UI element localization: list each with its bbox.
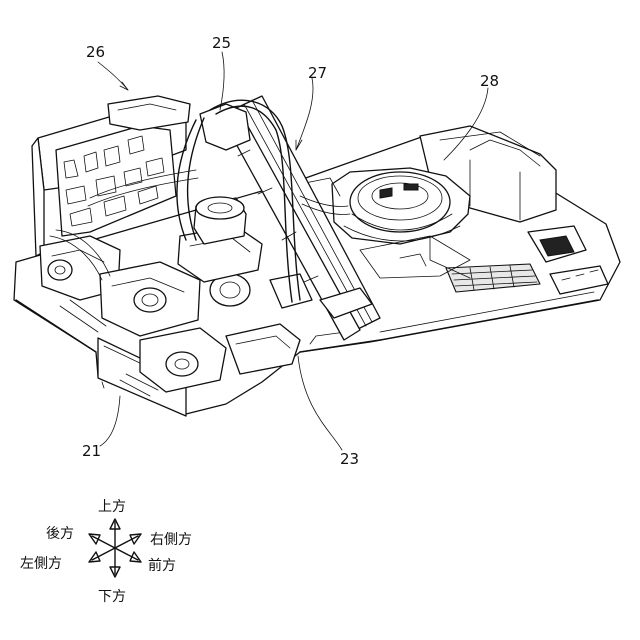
ref-28: 28 — [480, 72, 499, 90]
ref-25: 25 — [212, 34, 231, 52]
ref-21: 21 — [82, 442, 101, 460]
ref-27: 27 — [308, 64, 327, 82]
pump-unit — [194, 104, 250, 244]
dir-front: 前方 — [148, 557, 176, 574]
dir-up: 上方 — [98, 499, 126, 515]
dir-down: 下方 — [98, 589, 126, 605]
dir-right-side: 右側方 — [150, 532, 192, 548]
ref-26: 26 — [86, 43, 105, 61]
dir-left-side: 左側方 — [20, 556, 62, 572]
ref-23: 23 — [340, 450, 359, 468]
dir-rear: 後方 — [46, 526, 74, 542]
direction-indicator: 上方 下方 後方 前方 左側方 右側方 — [20, 499, 192, 605]
